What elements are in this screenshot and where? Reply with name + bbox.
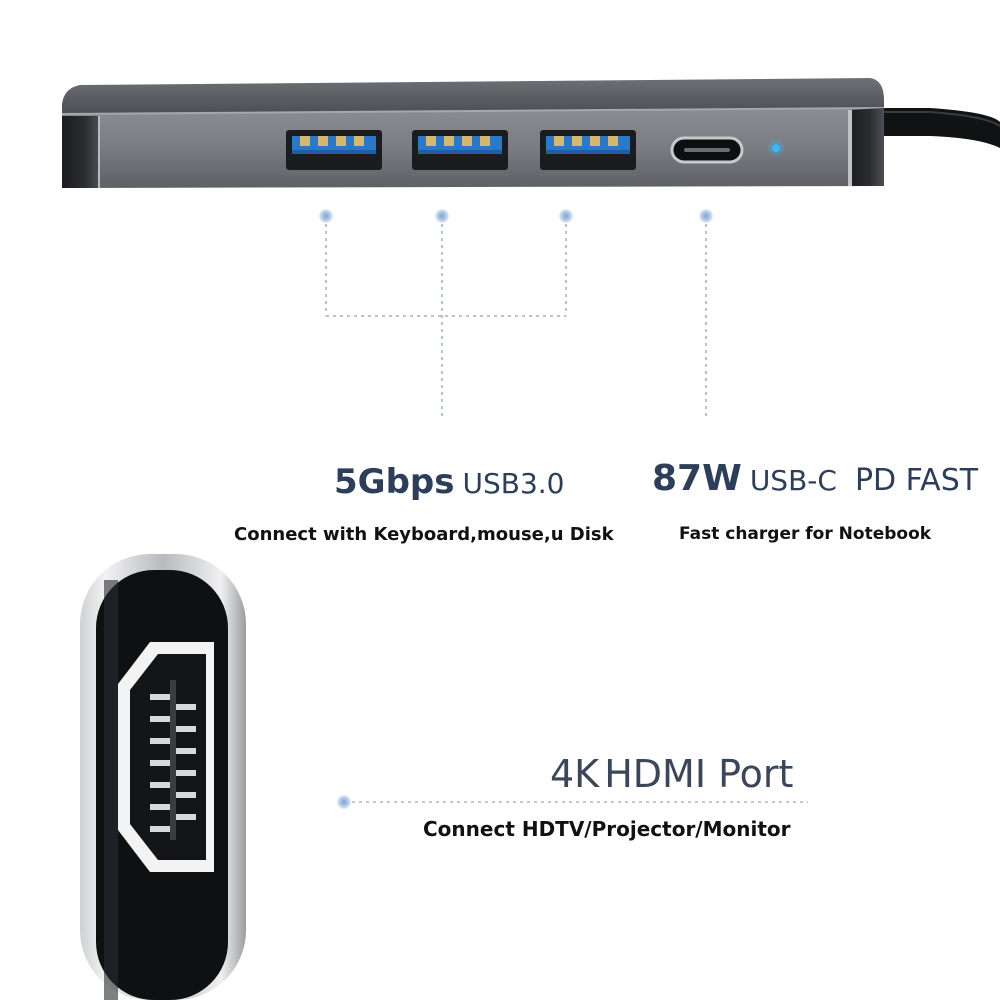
usbc-mode: PD FAST xyxy=(854,463,979,498)
usb-a-port-1 xyxy=(286,130,382,170)
hub-right-cap xyxy=(848,108,884,186)
leader-dot-usbc xyxy=(699,209,713,223)
usbc-caption: Fast charger for Notebook xyxy=(679,524,932,544)
hub-left-cap xyxy=(62,116,100,188)
usb-c-port xyxy=(670,136,744,164)
usbc-standard: USB-C xyxy=(749,464,837,497)
hdmi-resolution: 4K xyxy=(550,752,600,796)
hdmi-leader-line xyxy=(337,795,808,809)
hdmi-spec-heading: 4K HDMI Port xyxy=(550,752,793,796)
usb3-caption: Connect with Keyboard,mouse,u Disk xyxy=(234,524,614,545)
hdmi-caption: Connect HDTV/Projector/Monitor xyxy=(423,817,791,841)
hdmi-name: HDMI Port xyxy=(604,752,794,796)
usb-a-port-3 xyxy=(540,130,636,170)
leader-dot-usb1 xyxy=(319,209,333,223)
hub-top-face xyxy=(62,78,884,116)
cable xyxy=(870,108,1000,148)
usb3-leader-lines xyxy=(325,224,567,420)
usbc-power: 87W xyxy=(652,458,742,499)
leader-dot-usb2 xyxy=(435,209,449,223)
usb-a-port-2 xyxy=(412,130,508,170)
hdmi-end-closeup xyxy=(80,554,246,1000)
status-led xyxy=(772,144,780,152)
usb3-speed: 5Gbps xyxy=(334,462,455,502)
leader-dot-usb3 xyxy=(559,209,573,223)
usb3-standard: USB3.0 xyxy=(462,467,565,500)
